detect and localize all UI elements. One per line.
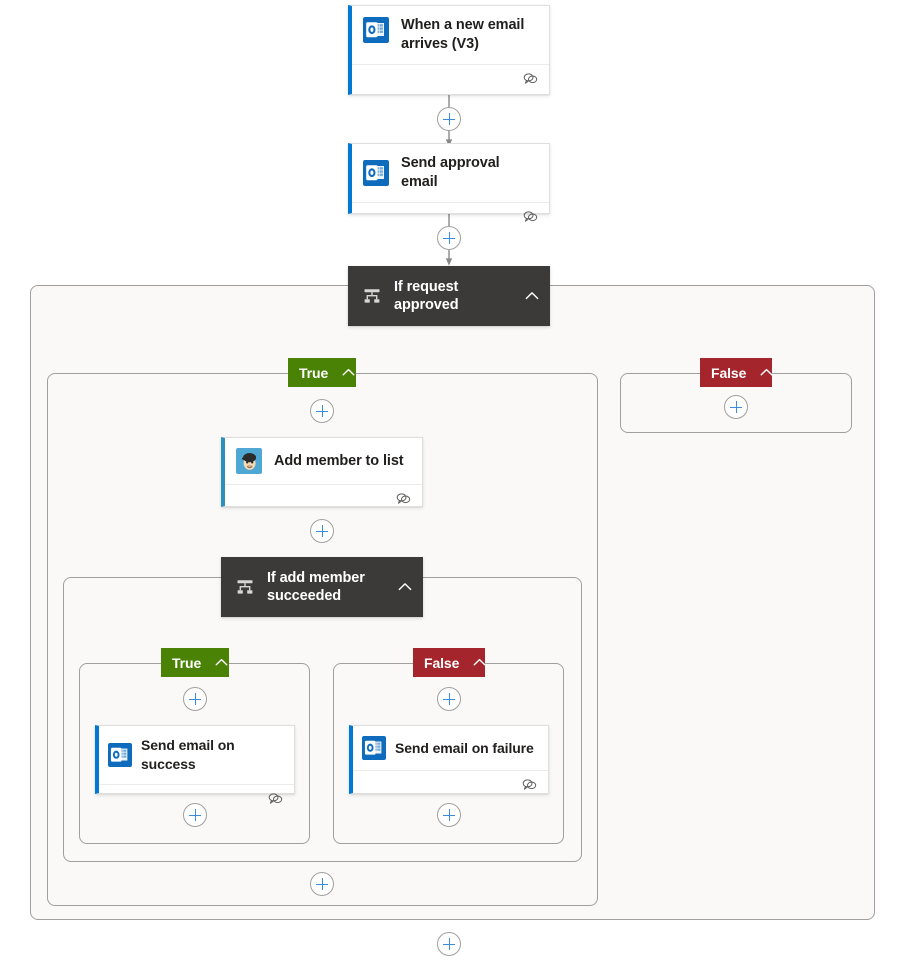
outlook-icon (363, 17, 389, 43)
add-step-button-4[interactable] (310, 519, 334, 543)
add-step-button-1[interactable] (437, 107, 461, 131)
outlook-icon (362, 736, 386, 760)
chevron-up-icon[interactable] (472, 655, 487, 670)
action-card-add-member[interactable]: Add member to list (221, 437, 423, 507)
condition-icon (364, 289, 380, 303)
action-card-send-failure[interactable]: Send email on failure (349, 725, 549, 794)
add-step-button-6[interactable] (437, 687, 461, 711)
condition-header-if-request-approved[interactable]: If request approved (348, 266, 550, 326)
branch-pill-inner-true[interactable]: True (161, 648, 229, 677)
add-step-button-3[interactable] (310, 399, 334, 423)
action-title: Send approval email (401, 155, 500, 190)
add-step-button-2[interactable] (437, 226, 461, 250)
add-step-button-outer-true-end[interactable] (310, 872, 334, 896)
add-step-button-inner-true-end[interactable] (183, 803, 207, 827)
card-footer (99, 784, 294, 811)
branch-label: False (424, 654, 460, 671)
comment-icon[interactable] (396, 492, 411, 505)
add-step-button-5[interactable] (183, 687, 207, 711)
comment-icon[interactable] (522, 778, 537, 791)
card-header: Send approval email (352, 144, 549, 202)
chevron-up-icon[interactable] (214, 655, 229, 670)
chevron-up-icon[interactable] (341, 365, 356, 380)
add-step-button-outer-false[interactable] (724, 395, 748, 419)
mailchimp-icon (236, 448, 262, 474)
branch-pill-inner-false[interactable]: False (413, 648, 487, 677)
comment-icon[interactable] (523, 72, 538, 85)
card-footer (353, 770, 548, 797)
comment-icon[interactable] (523, 210, 538, 223)
card-footer (352, 202, 549, 229)
card-header: When a new email arrives (V3) (352, 6, 549, 64)
comment-icon[interactable] (268, 792, 283, 805)
action-title: Send email on failure (395, 739, 534, 756)
action-card-send-approval[interactable]: Send approval email (348, 143, 550, 222)
condition-icon (237, 580, 253, 594)
chevron-up-icon[interactable] (759, 365, 774, 380)
condition-title: If request approved (394, 279, 459, 313)
condition-header-if-add-member-succeeded[interactable]: If add member succeeded (221, 557, 423, 617)
action-card-trigger[interactable]: When a new email arrives (V3) (348, 5, 550, 95)
add-step-button-flow-end[interactable] (437, 932, 461, 956)
branch-pill-outer-false[interactable]: False (700, 358, 774, 387)
branch-label: True (172, 654, 202, 671)
outlook-icon (363, 160, 389, 186)
branch-pill-outer-true[interactable]: True (288, 358, 356, 387)
card-header: Send email on success (99, 726, 294, 784)
card-footer (225, 484, 422, 511)
card-footer (352, 64, 549, 91)
chevron-up-icon[interactable] (397, 579, 413, 595)
branch-label: True (299, 364, 329, 381)
card-header: Add member to list (225, 438, 422, 484)
action-card-send-success[interactable]: Send email on success (95, 725, 295, 804)
card-header: Send email on failure (353, 726, 548, 770)
add-step-button-inner-false-end[interactable] (437, 803, 461, 827)
condition-title: If add member succeeded (267, 570, 365, 604)
action-title: When a new email arrives (V3) (401, 17, 525, 52)
branch-label: False (711, 364, 747, 381)
action-title: Add member to list (274, 452, 404, 469)
chevron-up-icon[interactable] (524, 288, 540, 304)
outlook-icon (108, 743, 132, 767)
action-title: Send email on success (141, 737, 235, 772)
